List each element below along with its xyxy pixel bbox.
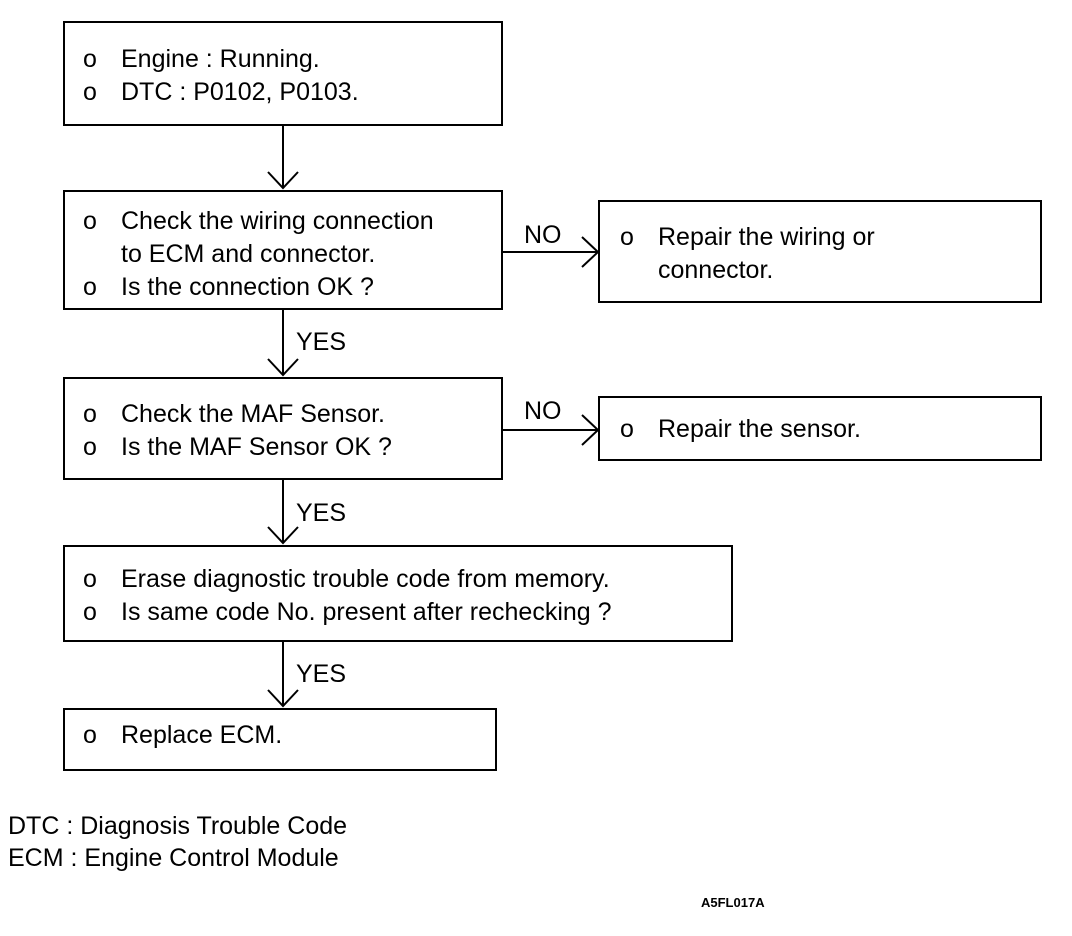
bullet: o (83, 565, 97, 593)
yes-label-wiring: YES (296, 328, 347, 356)
legend-ecm: ECM : Engine Control Module (8, 844, 339, 872)
bullet: o (620, 415, 634, 443)
replace-ecm-box: o Replace ECM. (63, 708, 497, 771)
no-label-maf: NO (524, 397, 562, 425)
bullet: o (83, 45, 97, 73)
box-text: Engine : Running. (121, 45, 320, 73)
bullet: o (83, 400, 97, 428)
box-text: Is same code No. present after recheckin… (121, 598, 612, 626)
box-text: DTC : P0102, P0103. (121, 78, 359, 106)
bullet: o (620, 223, 634, 251)
figure-code: A5FL017A (701, 895, 765, 910)
box-text: Repair the wiring or (658, 223, 875, 251)
box-text: Is the MAF Sensor OK ? (121, 433, 392, 461)
erase-dtc-box: o Erase diagnostic trouble code from mem… (63, 545, 733, 642)
bullet: o (83, 207, 97, 235)
repair-wiring-box: o Repair the wiring or connector. (598, 200, 1042, 303)
box-text: Erase diagnostic trouble code from memor… (121, 565, 610, 593)
bullet: o (83, 78, 97, 106)
repair-sensor-box: o Repair the sensor. (598, 396, 1042, 461)
bullet: o (83, 721, 97, 749)
no-label-wiring: NO (524, 221, 562, 249)
bullet: o (83, 598, 97, 626)
box-text: Replace ECM. (121, 721, 283, 749)
bullet: o (83, 433, 97, 461)
legend-dtc: DTC : Diagnosis Trouble Code (8, 812, 348, 840)
box-text: Check the wiring connection (121, 207, 434, 235)
bullet: o (83, 273, 97, 301)
box-text: connector. (658, 256, 774, 284)
check-maf-box: o Check the MAF Sensor. o Is the MAF Sen… (63, 377, 503, 480)
box-text: Repair the sensor. (658, 415, 861, 443)
box-text: Is the connection OK ? (121, 273, 374, 301)
yes-label-erase: YES (296, 660, 347, 688)
box-text: to ECM and connector. (121, 240, 376, 268)
yes-label-maf: YES (296, 499, 347, 527)
start-condition-box: o Engine : Running. o DTC : P0102, P0103… (63, 21, 503, 126)
check-wiring-box: o Check the wiring connection to ECM and… (63, 190, 503, 310)
box-text: Check the MAF Sensor. (121, 400, 386, 428)
